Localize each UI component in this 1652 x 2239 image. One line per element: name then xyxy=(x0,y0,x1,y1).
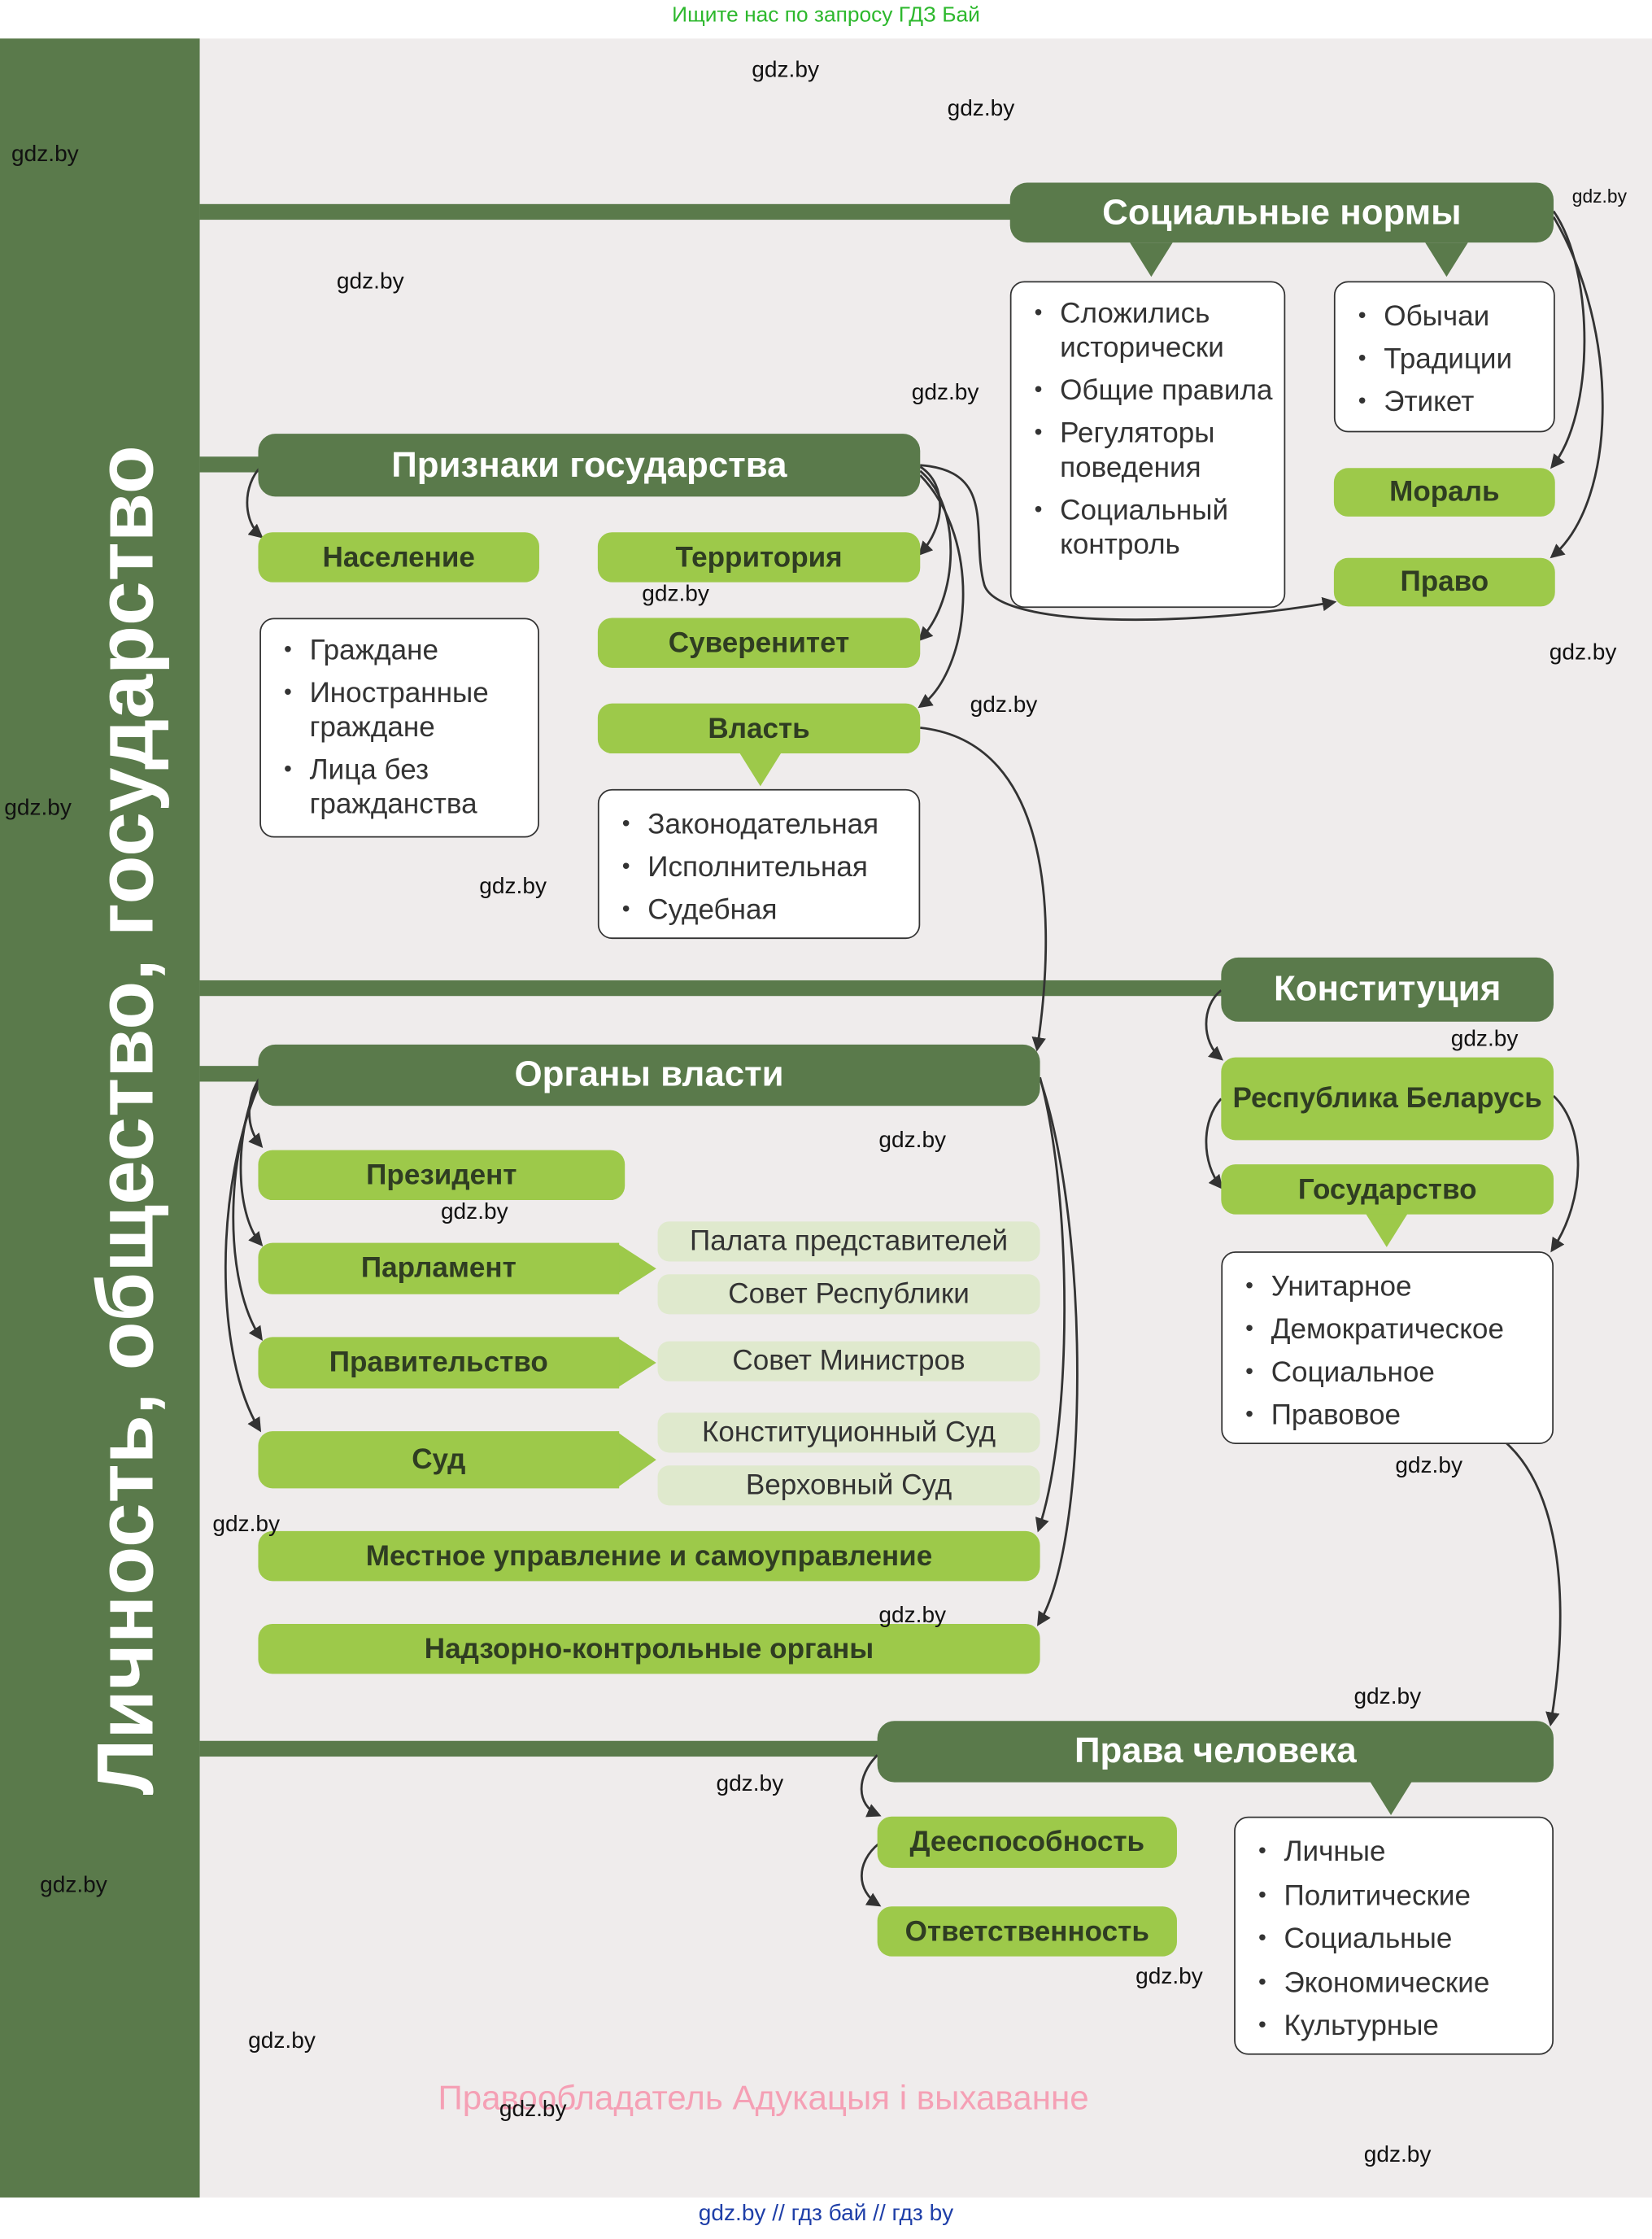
state-characteristic-item: Правовое xyxy=(1223,1394,1552,1438)
feature-item: Социальный контроль xyxy=(1012,494,1284,562)
social-norms-features: Сложились исторически Общие правила Регу… xyxy=(1009,281,1286,609)
watermark: gdz.by xyxy=(212,1512,281,1537)
council-of-republic: Совет Республики xyxy=(657,1274,1040,1315)
watermark: gdz.by xyxy=(1363,2143,1432,2168)
sovereignty-label: Суверенитет xyxy=(597,618,921,668)
responsibility-label: Ответственность xyxy=(877,1906,1177,1957)
title-sidebar xyxy=(0,38,200,2198)
watermark: gdz.by xyxy=(1353,1685,1422,1710)
feature-item: Сложились исторически xyxy=(1012,297,1284,365)
social-norms-header: Социальные нормы xyxy=(1009,182,1554,243)
population-item: Граждане xyxy=(261,634,538,668)
watermark: gdz.by xyxy=(479,875,547,899)
watermark: gdz.by xyxy=(642,582,709,607)
state-characteristic-item: Демократическое xyxy=(1223,1308,1552,1351)
power-label: Власть xyxy=(597,703,921,754)
population-item: Лица без гражданства xyxy=(261,753,538,822)
rights-type-item: Культурные xyxy=(1236,2005,1552,2048)
section-bars xyxy=(199,203,1227,1757)
constitutional-court: Конституционный Суд xyxy=(657,1412,1040,1453)
arrows xyxy=(224,210,1604,1907)
government-label: Правительство xyxy=(258,1337,620,1389)
watermark: gdz.by xyxy=(40,1873,107,1898)
rights-type-item: Личные xyxy=(1236,1831,1552,1874)
morality-label: Мораль xyxy=(1333,468,1555,517)
watermark: gdz.by xyxy=(878,1604,947,1629)
rights-type-item: Экономические xyxy=(1236,1962,1552,2005)
watermark: gdz.by xyxy=(4,796,72,821)
president-label: Президент xyxy=(258,1150,625,1201)
norm-type-item: Традиции xyxy=(1336,338,1554,382)
state-label: Государство xyxy=(1221,1164,1554,1215)
watermark: gdz.by xyxy=(1395,1454,1462,1479)
power-branch-item: Судебная xyxy=(599,889,919,932)
copyright-text: Правообладатель Адукацыя і выхаванне xyxy=(438,2079,1089,2118)
watermark: gdz.by xyxy=(1135,1965,1203,1989)
population-label: Население xyxy=(258,532,539,583)
watermark: gdz.by xyxy=(11,142,79,168)
feature-item: Регуляторы поведения xyxy=(1012,417,1284,485)
rights-types-box: Личные Политические Социальные Экономиче… xyxy=(1234,1816,1554,2055)
state-characteristic-item: Унитарное xyxy=(1223,1266,1552,1309)
court-label: Суд xyxy=(258,1431,620,1489)
supreme-court: Верховный Суд xyxy=(657,1465,1040,1506)
territory-label: Территория xyxy=(597,532,921,583)
rights-type-item: Политические xyxy=(1236,1875,1552,1918)
watermark: gdz.by xyxy=(716,1772,784,1797)
state-characteristics-box: Унитарное Демократическое Социальное Пра… xyxy=(1221,1251,1554,1444)
supervisory-bodies-label: Надзорно-контрольные органы xyxy=(258,1623,1040,1674)
watermark: gdz.by xyxy=(1450,1027,1519,1052)
watermark: gdz.by xyxy=(878,1128,947,1154)
norm-type-item: Этикет xyxy=(1336,381,1554,424)
local-government-label: Местное управление и самоуправление xyxy=(258,1530,1040,1582)
watermark: gdz.by xyxy=(1571,185,1627,207)
norm-type-item: Обычаи xyxy=(1336,295,1554,338)
watermark: gdz.by xyxy=(1549,640,1617,666)
human-rights-header: Права человека xyxy=(877,1721,1554,1783)
state-characteristic-item: Социальное xyxy=(1223,1351,1552,1394)
social-norms-types: Обычаи Традиции Этикет xyxy=(1333,281,1555,433)
capacity-label: Дееспособность xyxy=(877,1816,1177,1868)
watermark: gdz.by xyxy=(752,58,819,83)
top-note: Ищите нас по запросу ГДЗ Бай xyxy=(672,2,980,28)
council-of-ministers: Совет Министров xyxy=(657,1341,1040,1381)
law-label: Право xyxy=(1333,557,1555,607)
watermark: gdz.by xyxy=(336,269,404,295)
population-box: Граждане Иностранные граждане Лица без г… xyxy=(259,618,539,838)
watermark: gdz.by xyxy=(248,2029,316,2054)
republic-label: Республика Беларусь xyxy=(1221,1057,1554,1141)
power-branch-item: Законодательная xyxy=(599,803,919,846)
constitution-header: Конституция xyxy=(1221,957,1554,1022)
parliament-label: Парламент xyxy=(258,1242,620,1294)
watermark: gdz.by xyxy=(911,381,979,406)
state-signs-header: Признаки государства xyxy=(258,434,921,497)
house-of-representatives: Палата представителей xyxy=(657,1221,1040,1262)
watermark: gdz.by xyxy=(440,1200,508,1224)
watermark: gdz.by xyxy=(970,693,1038,718)
rights-type-item: Социальные xyxy=(1236,1918,1552,1961)
authorities-header: Органы власти xyxy=(258,1044,1040,1106)
population-item: Иностранные граждане xyxy=(261,676,538,744)
watermark: gdz.by xyxy=(947,97,1015,122)
power-branches-box: Законодательная Исполнительная Судебная xyxy=(597,788,921,940)
pointer-triangles xyxy=(616,242,1468,1815)
bottom-note: gdz.by // гдз бай // гдз by xyxy=(698,2202,954,2227)
feature-item: Общие правила xyxy=(1012,374,1284,408)
watermark: gdz.by xyxy=(499,2097,567,2123)
power-branch-item: Исполнительная xyxy=(599,846,919,889)
